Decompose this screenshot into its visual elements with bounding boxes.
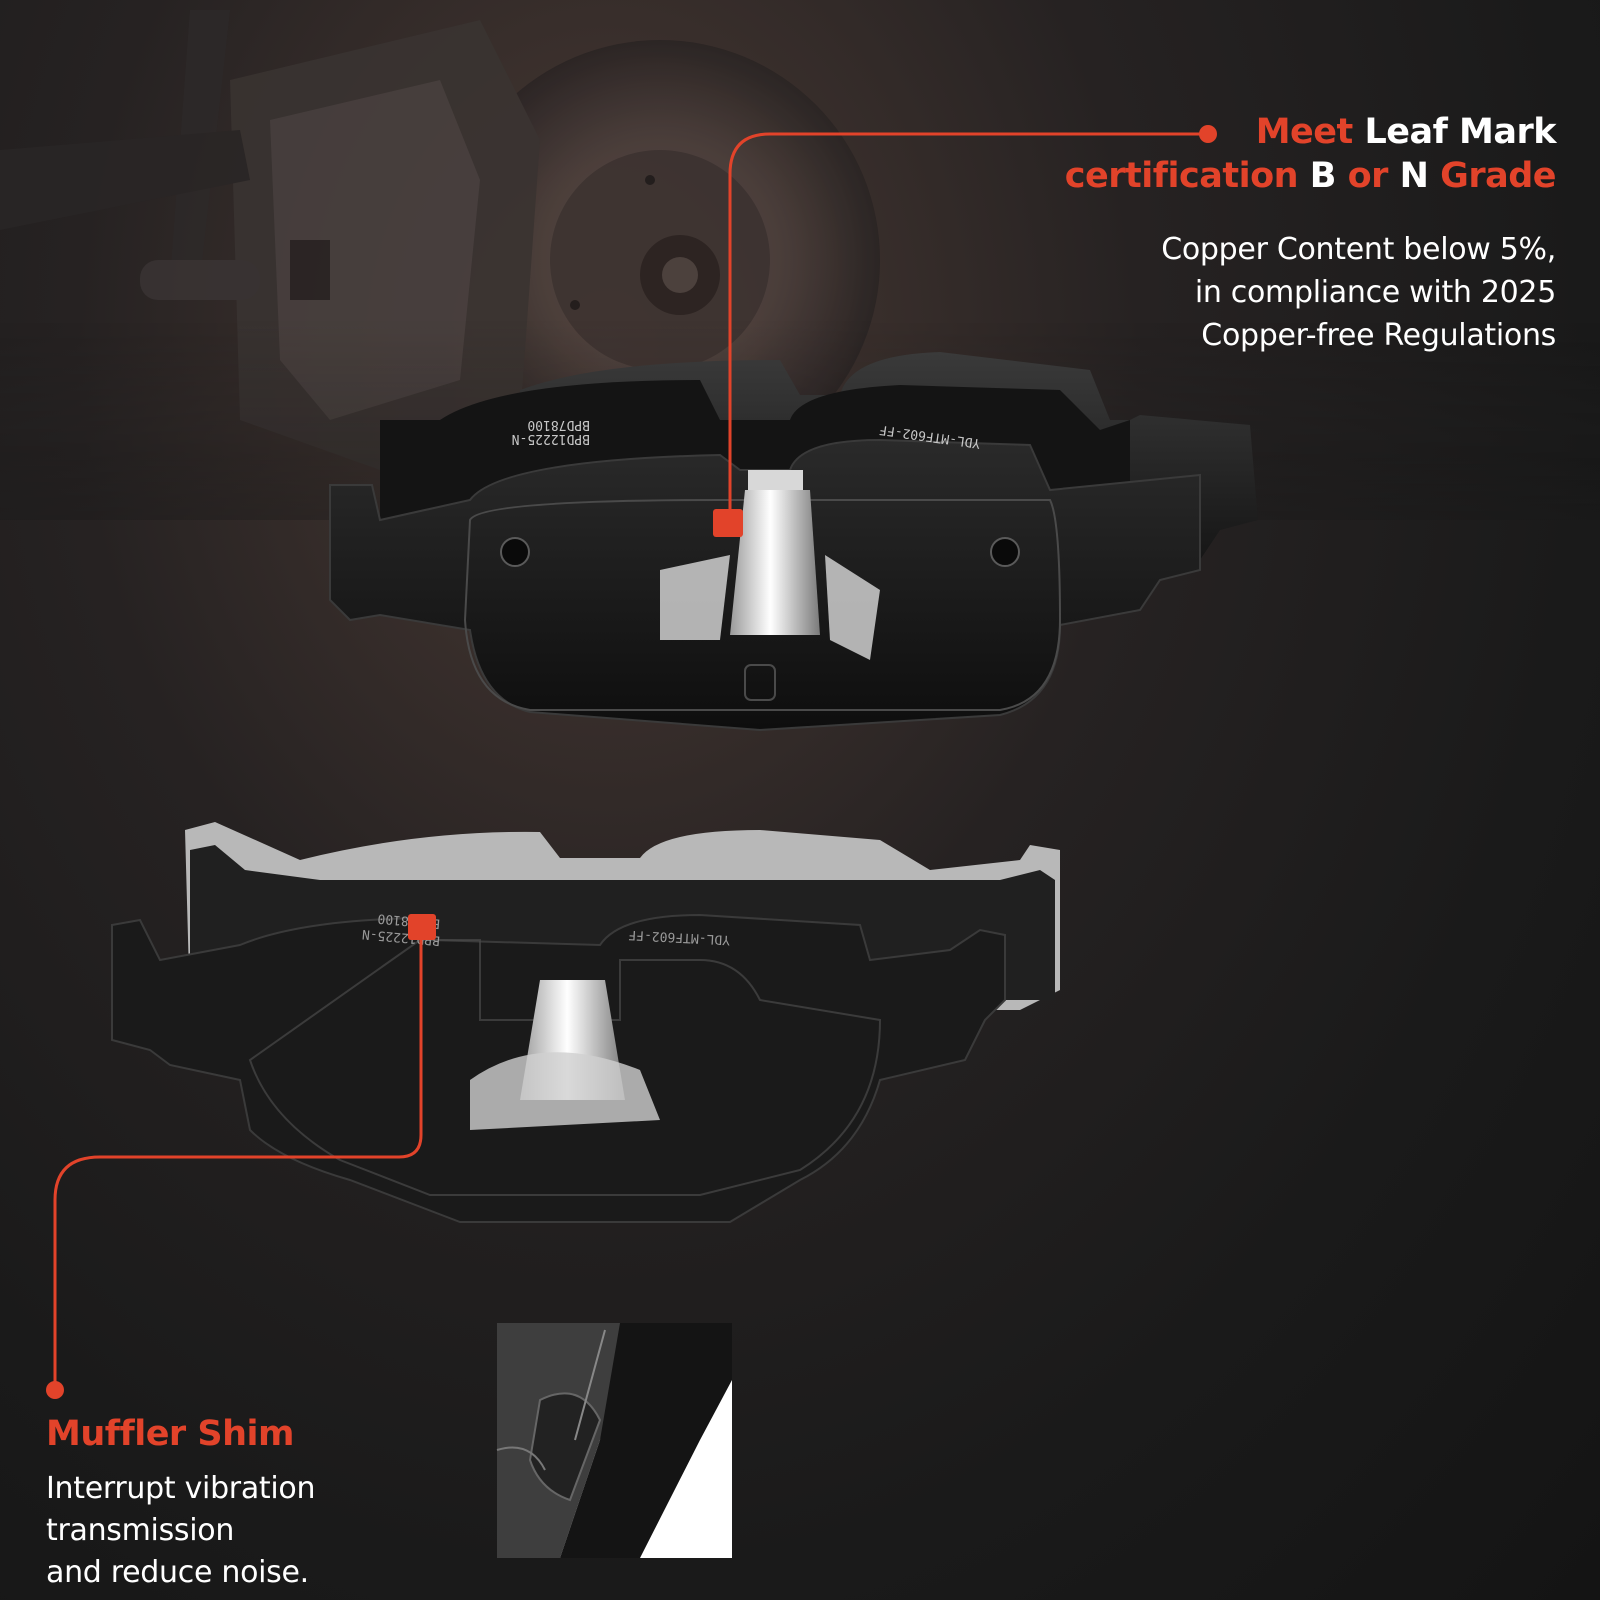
brake-assembly-photo [0, 10, 1600, 520]
heading-word-leaf-mark: Leaf Mark [1364, 112, 1556, 152]
certification-heading: Meet Leaf Mark certification B or N Grad… [1064, 110, 1557, 198]
muffler-shim-callout-line [46, 914, 436, 1399]
pad-code-lower-right: YDL-MTF602-FF [628, 927, 731, 947]
heading-word-n: N [1399, 156, 1429, 196]
heading-word-or: or [1347, 156, 1389, 196]
pad-code-upper-left-1: BPD12225-N [512, 431, 590, 446]
certification-description-line: Copper Content below 5%, [1161, 232, 1556, 267]
certification-description-line: in compliance with 2025 [1194, 275, 1556, 310]
pad-code-upper-left-2: BPD78100 [527, 417, 590, 432]
certification-description: Copper Content below 5%, in compliance w… [1116, 228, 1556, 357]
heading-word-grade: Grade [1440, 156, 1556, 196]
shim-closeup-inset [496, 1323, 732, 1558]
certification-heading-line-1: Meet Leaf Mark [1065, 110, 1557, 154]
muffler-shim-heading: Muffler Shim [46, 1414, 294, 1454]
certification-callout-line [713, 125, 1217, 537]
upper-brake-pad-set: BPD12225-N BPD78100 YDL-MTF602-FF [329, 352, 1258, 732]
muffler-shim-description-line: Interrupt vibration transmission [46, 1471, 316, 1548]
lower-brake-pad-set: BPD12225-N BPD78100 YDL-MTF602-FF [111, 822, 1060, 1223]
certification-description-line: Copper-free Regulations [1201, 318, 1556, 353]
heading-word-meet: Meet [1255, 112, 1354, 152]
heading-word-certification: certification [1064, 156, 1299, 196]
muffler-shim-description: Interrupt vibration transmission and red… [46, 1468, 476, 1594]
muffler-shim-description-line: and reduce noise. [46, 1555, 309, 1590]
heading-word-b: B [1309, 156, 1337, 196]
certification-heading-line-2: certification B or N Grade [1064, 154, 1557, 198]
